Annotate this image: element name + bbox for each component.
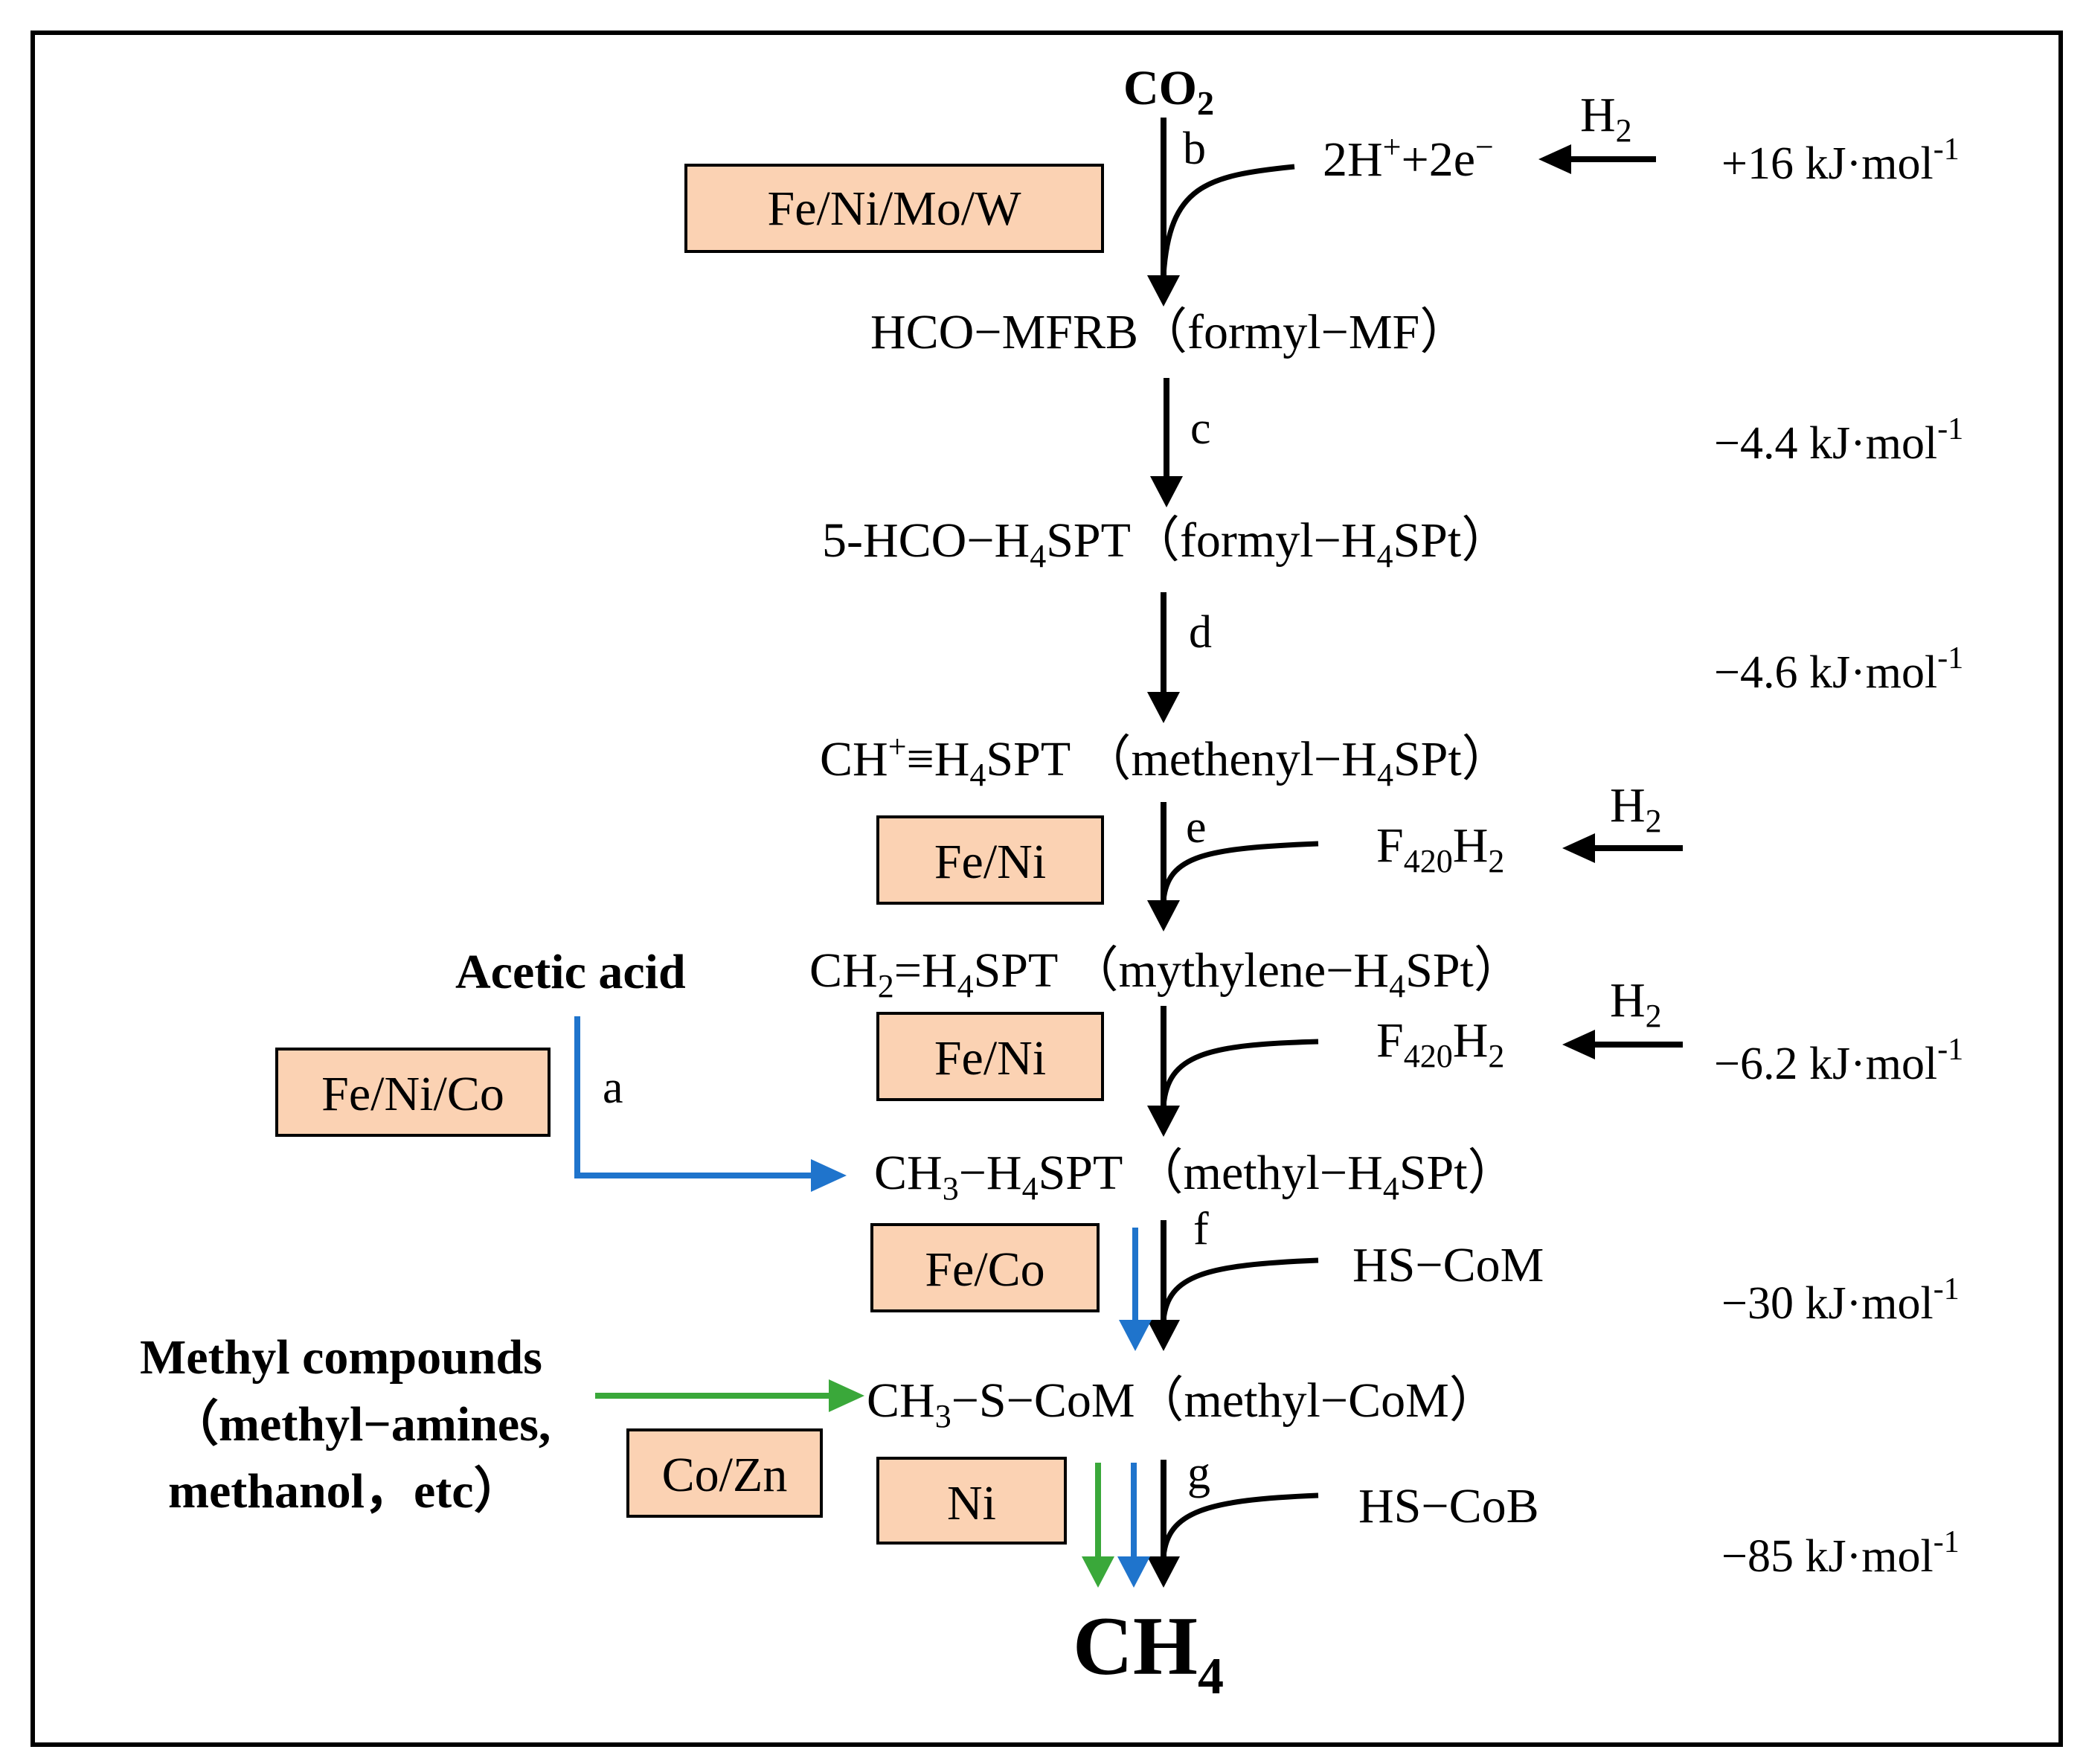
- figure-frame: [31, 31, 2063, 1747]
- curve-electrons: [1161, 164, 1295, 276]
- step-label-c: c: [1190, 403, 1211, 454]
- co2-label: CO2: [1123, 61, 1214, 122]
- energy-value-3: −4.6 kJ·mol-1: [1714, 641, 1963, 698]
- curve-hs-cob: [1161, 1492, 1319, 1557]
- metal-box-fe-ni-co: Fe/Ni/Co: [275, 1048, 551, 1137]
- metal-box-fe-ni-2: Fe/Ni: [876, 1012, 1104, 1101]
- methyl-h4spt-label: CH3−H4SPT （methyl−H4SPt）: [874, 1146, 1517, 1207]
- hs-com-label: HS−CoM: [1352, 1238, 1544, 1292]
- metal-box-fe-ni-1: Fe/Ni: [876, 815, 1104, 905]
- h2-label-1: H2: [1580, 88, 1632, 149]
- main-arrowheads: [1147, 275, 1183, 1588]
- h2-arrows: [1568, 156, 1683, 1048]
- metal-box-fe-ni-mo-w: Fe/Ni/Mo/W: [684, 164, 1104, 253]
- step-label-g: g: [1187, 1448, 1210, 1498]
- hs-cob-label: HS−CoB: [1358, 1479, 1539, 1533]
- formyl-h4spt-label: 5-HCO−H4SPT（formyl−H4SPt）: [822, 513, 1510, 574]
- energy-values: +16 kJ·mol-1 −4.4 kJ·mol-1 −4.6 kJ·mol-1…: [1714, 132, 1963, 1582]
- cofactor-curves: [1161, 164, 1319, 1557]
- methyl-compounds-label-1: Methyl compounds: [140, 1330, 542, 1385]
- step-label-e: e: [1186, 802, 1207, 853]
- curve-hs-com: [1161, 1257, 1319, 1321]
- f420h2-label-2: F420H2: [1376, 1013, 1504, 1074]
- methyl-compounds-arrowheads: [829, 1379, 1114, 1588]
- methyl-compounds-label-3: methanol，etc）: [168, 1463, 523, 1518]
- energy-value-6: −85 kJ·mol-1: [1721, 1525, 1960, 1582]
- svg-text:Fe/Co: Fe/Co: [925, 1242, 1044, 1297]
- methenyl-h4spt-label: CH+≡H4SPT （methenyl−H4SPt）: [820, 728, 1511, 793]
- svg-text:Fe/Ni: Fe/Ni: [934, 835, 1046, 889]
- energy-value-1: +16 kJ·mol-1: [1721, 132, 1960, 189]
- acetic-acid-arrowheads: [811, 1159, 1152, 1588]
- curve-f420h2-methylene: [1161, 1039, 1319, 1106]
- acetic-acid-path: [574, 1016, 1138, 1559]
- h2-arrowheads: [1538, 144, 1595, 1059]
- formyl-mf-label: HCO−MFRB（formyl−MF）: [870, 305, 1469, 359]
- methyl-compounds-label-2: （methyl−amines,: [170, 1396, 551, 1452]
- step-label-d: d: [1189, 607, 1212, 658]
- step-label-f: f: [1193, 1204, 1209, 1254]
- ch4-label: CH4: [1073, 1600, 1224, 1705]
- methyl-com-label: CH3−S−CoM（methyl−CoM）: [867, 1373, 1498, 1434]
- energy-value-2: −4.4 kJ·mol-1: [1714, 412, 1963, 469]
- metal-box-fe-co: Fe/Co: [870, 1223, 1100, 1312]
- f420h2-label-1: F420H2: [1376, 818, 1504, 879]
- acetic-acid-label: Acetic acid: [455, 945, 686, 999]
- svg-text:Fe/Ni/Mo/W: Fe/Ni/Mo/W: [768, 182, 1022, 236]
- svg-text:Fe/Ni: Fe/Ni: [934, 1031, 1046, 1085]
- svg-text:Ni: Ni: [947, 1476, 996, 1530]
- energy-value-4: −6.2 kJ·mol-1: [1714, 1033, 1963, 1089]
- metal-box-co-zn: Co/Zn: [626, 1428, 823, 1518]
- metal-box-ni: Ni: [876, 1457, 1067, 1545]
- curve-f420h2-e: [1161, 841, 1319, 901]
- methyl-compounds-path: [595, 1393, 1101, 1559]
- svg-text:Co/Zn: Co/Zn: [662, 1448, 788, 1502]
- h2-label-2: H2: [1610, 778, 1662, 839]
- step-label-a: a: [603, 1062, 623, 1113]
- step-label-b: b: [1183, 124, 1206, 174]
- methylene-h4spt-label: CH2=H4SPT （mythylene−H4SPt）: [809, 943, 1523, 1004]
- svg-text:Fe/Ni/Co: Fe/Ni/Co: [321, 1067, 504, 1121]
- energy-value-5: −30 kJ·mol-1: [1721, 1272, 1960, 1329]
- h2-label-3: H2: [1610, 973, 1662, 1034]
- electrons-label: 2H++2e−: [1323, 129, 1494, 187]
